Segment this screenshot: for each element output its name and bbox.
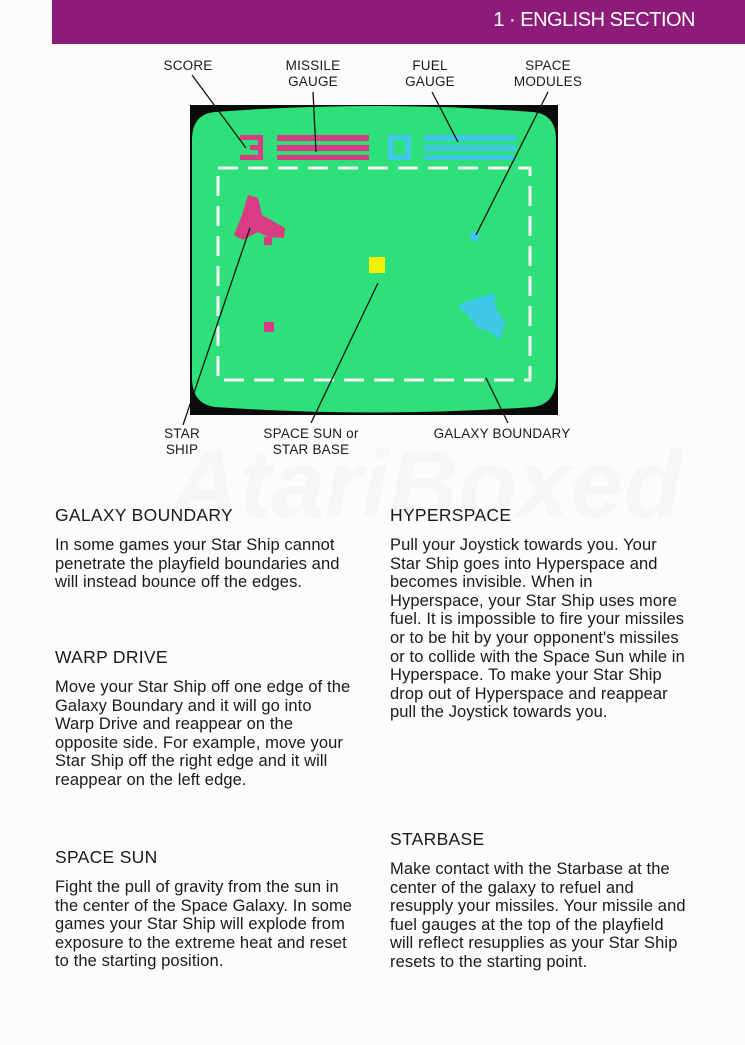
fuel-gauge-bars xyxy=(424,135,516,160)
label-ship-line1: STAR xyxy=(164,426,200,441)
label-sun-line1: SPACE SUN or xyxy=(263,426,359,441)
text-galaxy-boundary: In some games your Star Ship cannot pene… xyxy=(55,536,340,592)
missile-gauge-bars xyxy=(277,135,369,160)
section-starbase: STARBASE Make contact with the Starbase … xyxy=(390,829,686,972)
heading-space-sun: SPACE SUN xyxy=(55,847,158,867)
pointer-star-ship xyxy=(182,227,251,426)
section-galaxy-boundary: GALAXY BOUNDARY In some games your Star … xyxy=(55,505,355,592)
galaxy-boundary-line xyxy=(216,166,532,382)
space-sun xyxy=(369,257,385,273)
label-modules-line2: MODULES xyxy=(513,74,583,89)
heading-starbase: STARBASE xyxy=(390,829,485,849)
heading-hyperspace: HYPERSPACE xyxy=(390,505,512,525)
section-space-sun: SPACE SUN Fight the pull of gravity from… xyxy=(55,847,355,971)
label-ship-line2: SHIP xyxy=(165,442,199,457)
text-hyperspace: Pull your Joystick towards you. Your Sta… xyxy=(390,536,685,722)
label-missile-line2: GAUGE xyxy=(288,74,338,89)
section-title: 1 · ENGLISH SECTION xyxy=(493,9,695,31)
pointer-missile xyxy=(312,91,317,153)
pointer-galaxy-boundary xyxy=(485,377,509,424)
text-space-sun: Fight the pull of gravity from the sun i… xyxy=(55,878,353,971)
pointer-space-sun xyxy=(310,282,379,424)
label-sun-line2: STAR BASE xyxy=(272,442,350,457)
fuel-digit xyxy=(388,135,411,160)
pointer-score xyxy=(191,74,247,149)
section-hyperspace: HYPERSPACE Pull your Joystick towards yo… xyxy=(390,505,686,722)
label-missile-gauge: MISSILE GAUGE xyxy=(270,58,356,90)
label-space-sun: SPACE SUN or STAR BASE xyxy=(252,426,370,458)
label-fuel-line2: GAUGE xyxy=(405,74,455,89)
label-boundary-line1: GALAXY BOUNDARY xyxy=(433,426,571,441)
label-fuel-line1: FUEL xyxy=(412,58,448,73)
header-band: 1 · ENGLISH SECTION xyxy=(52,0,745,44)
pink-star-ship xyxy=(234,195,285,245)
label-score-line1: SCORE xyxy=(163,58,213,73)
space-module xyxy=(470,232,479,241)
label-galaxy-boundary: GALAXY BOUNDARY xyxy=(420,426,584,442)
pointer-fuel xyxy=(431,91,459,143)
label-missile-line1: MISSILE xyxy=(285,58,341,73)
label-score: SCORE xyxy=(158,58,218,74)
score-digit xyxy=(240,135,263,160)
section-warp-drive: WARP DRIVE Move your Star Ship off one e… xyxy=(55,647,355,790)
label-fuel-gauge: FUEL GAUGE xyxy=(395,58,465,90)
heading-warp-drive: WARP DRIVE xyxy=(55,647,168,667)
label-space-modules: SPACE MODULES xyxy=(505,58,591,90)
heading-galaxy-boundary: GALAXY BOUNDARY xyxy=(55,505,233,525)
label-modules-line1: SPACE xyxy=(525,58,571,73)
text-starbase: Make contact with the Starbase at the ce… xyxy=(390,860,686,971)
label-star-ship: STAR SHIP xyxy=(154,426,210,458)
game-screen-diagram xyxy=(182,74,558,426)
pink-missile xyxy=(264,322,274,332)
pointer-modules xyxy=(475,91,549,236)
cyan-star-ship xyxy=(458,294,505,340)
text-warp-drive: Move your Star Ship off one edge of the … xyxy=(55,678,351,789)
